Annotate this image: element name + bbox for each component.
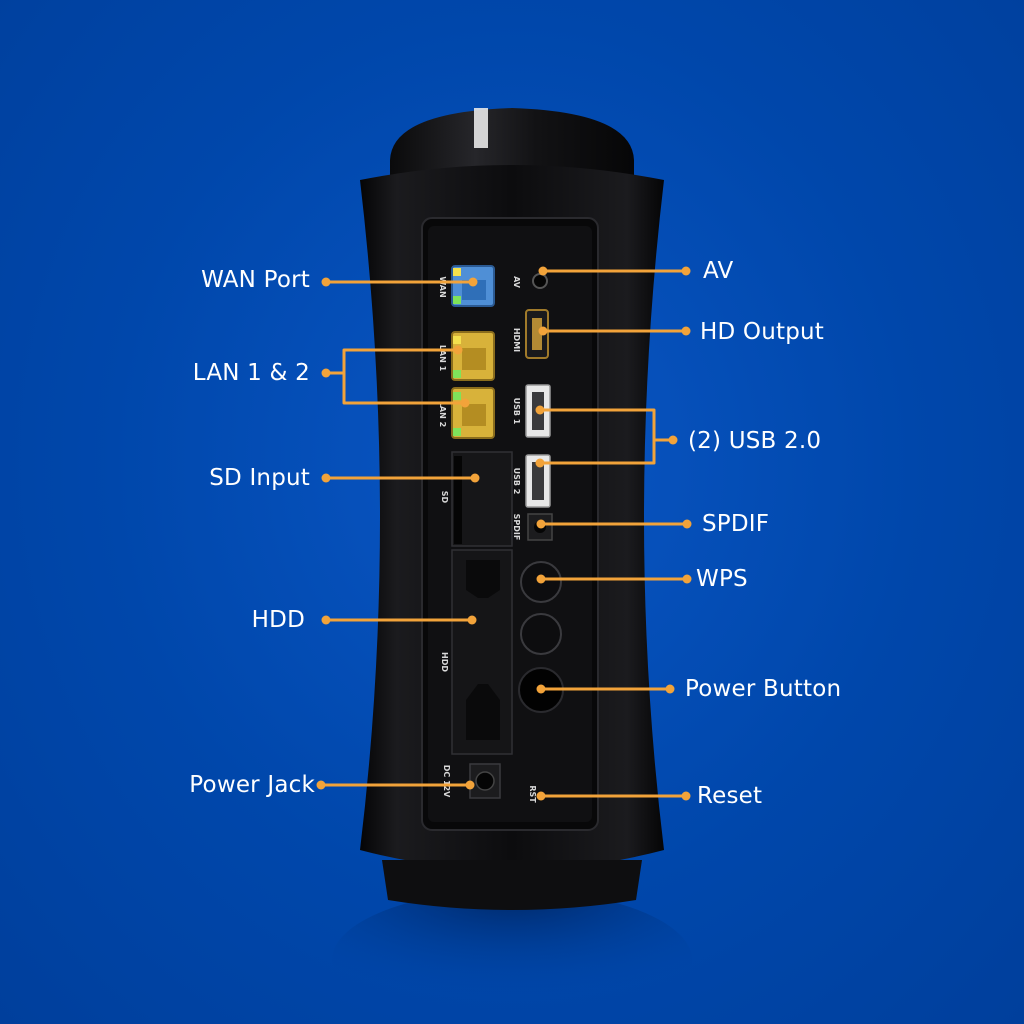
label-power-jack: Power Jack [189, 772, 315, 798]
av-jack [532, 273, 548, 289]
device-text-lan2: LAN 2 [438, 401, 447, 427]
sd-slot [451, 451, 513, 547]
unlabeled-button [520, 613, 562, 655]
callout-usb-1 [538, 408, 675, 442]
hdd-bay [451, 549, 513, 755]
device-text-usb1: USB 1 [512, 398, 521, 425]
usb-port-2 [525, 454, 551, 508]
label-usb: (2) USB 2.0 [688, 428, 822, 454]
label-lan: LAN 1 & 2 [192, 360, 310, 386]
device-text-usb2: USB 2 [512, 468, 521, 495]
label-hd-output: HD Output [700, 319, 825, 345]
floor-reflection [332, 890, 692, 1024]
callout-dots [316, 266, 692, 801]
label-spdif: SPDIF [702, 511, 770, 537]
device-text-lan1: LAN 1 [438, 345, 447, 372]
power-jack [469, 763, 501, 799]
device-text-hdmi: HDMI [512, 328, 521, 352]
lan-port-2 [451, 387, 495, 439]
callout-lan [324, 348, 460, 375]
hdmi-port [525, 309, 549, 359]
device-text-wan: WAN [438, 276, 447, 297]
callout-lan-2 [342, 371, 467, 405]
top-highlight [474, 108, 488, 148]
bottom-cap [382, 860, 642, 910]
device-text-hdd: HDD [440, 652, 449, 672]
device-text-dc: DC 12V [442, 765, 451, 798]
wan-port [451, 265, 495, 307]
device-text-sd: SD [440, 491, 449, 504]
device-text-spdif: SPDIF [512, 514, 521, 541]
label-wan-port: WAN Port [201, 267, 310, 293]
label-sd-input: SD Input [209, 465, 310, 491]
label-hdd: HDD [251, 607, 305, 633]
device-text-rst: RST [528, 785, 537, 803]
device-text-av: AV [512, 276, 521, 289]
callouts [319, 269, 689, 798]
label-power-button: Power Button [685, 676, 842, 702]
lan-port-1 [451, 331, 495, 381]
label-av: AV [703, 258, 734, 284]
label-wps: WPS [696, 566, 748, 592]
callout-usb-2 [538, 438, 656, 465]
label-reset: Reset [697, 783, 763, 809]
